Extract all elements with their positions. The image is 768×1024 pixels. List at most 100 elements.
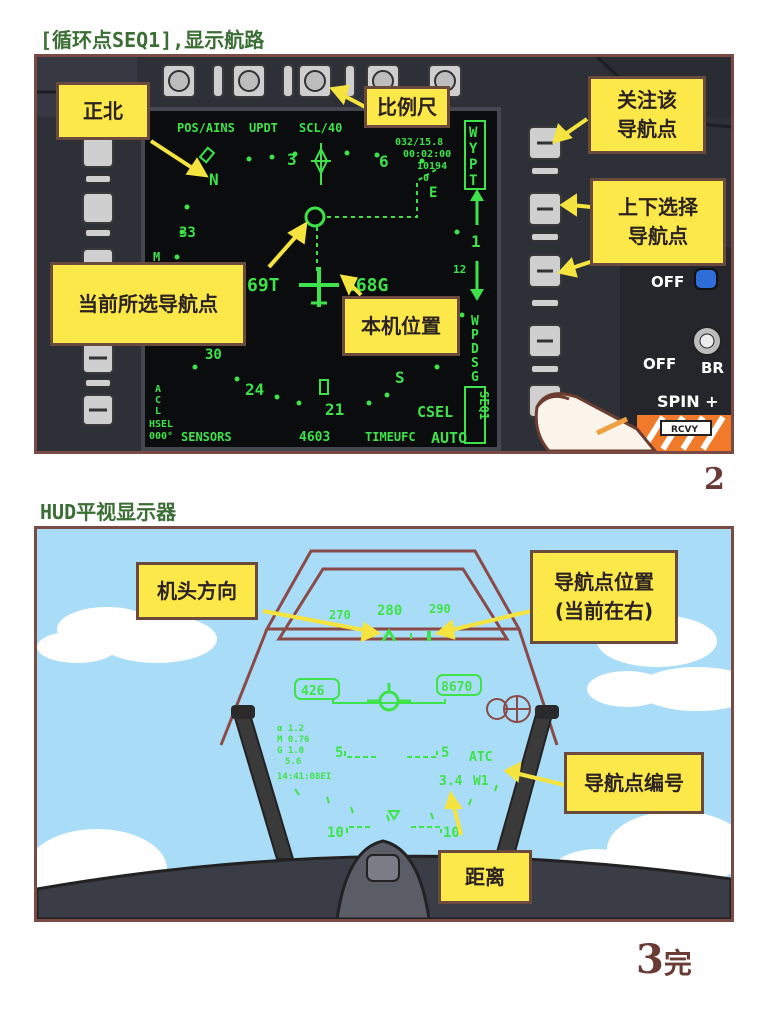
callout-select-line1: 上下选择 — [618, 195, 698, 219]
callout-waypoint-position-line1: 导航点位置 — [554, 570, 654, 594]
callout-focus-waypoint: 关注该 导航点 — [588, 76, 706, 154]
hud-time: 14:41:08EI — [277, 772, 331, 782]
hud-airspeed: 426 — [301, 684, 325, 699]
compass-e: E — [429, 185, 437, 201]
callout-own-position: 本机位置 — [342, 296, 460, 356]
arrow-down-icon — [470, 261, 484, 301]
bottom-left-hsel[interactable]: HSEL — [149, 419, 173, 430]
callout-select-line2: 导航点 — [628, 224, 688, 248]
page-number-2: 2 — [704, 462, 725, 497]
hud-g: G 1.0 — [277, 746, 304, 756]
hud-heading-270: 270 — [329, 608, 351, 622]
seat-headrest-icon — [335, 839, 431, 919]
heading-true: 69T — [247, 275, 280, 296]
bottom-left-l: L — [155, 406, 161, 417]
route-line — [316, 168, 438, 272]
data-line-time: 00:02:00 — [403, 149, 451, 160]
pitch-10-right: 10 — [443, 825, 460, 841]
flight-path-marker-icon — [332, 683, 446, 712]
top-button-row — [162, 64, 462, 98]
hud-heading-280: 280 — [377, 603, 402, 619]
hud-gmax: 5.6 — [285, 757, 301, 767]
page-number-3: 3完 — [636, 936, 692, 983]
waypoint-index: 1 — [471, 232, 481, 251]
osb-left-2[interactable] — [82, 192, 114, 224]
osb-left-1[interactable] — [82, 136, 114, 168]
hud-waypoint: W1 — [473, 774, 489, 789]
bottom-left-c: C — [155, 395, 161, 406]
compass-rose — [174, 150, 465, 406]
wypt-p[interactable]: P — [469, 157, 477, 173]
hand-illustration — [534, 392, 657, 451]
compass-6: 6 — [379, 152, 389, 171]
panel2-heading: HUD平视显示器 — [40, 500, 177, 524]
label-updt[interactable]: UPDT — [249, 121, 278, 135]
hud-atc: ATC — [469, 750, 492, 765]
off-label-1: OFF — [651, 273, 684, 291]
cockpit-mfd-drawing: POS/AINS UPDT SCL/40 032/15.8 00:02:00 1… — [37, 57, 731, 451]
bottom-left-a: A — [155, 384, 161, 395]
callout-nose-direction: 机头方向 — [136, 562, 258, 620]
airspeed-box — [294, 678, 340, 700]
callout-north: 正北 — [56, 82, 150, 140]
label-scl[interactable]: SCL/40 — [299, 121, 342, 135]
hud-drawing: 270 280 290 426 8670 α 1.2 M 0.76 G 1.0 … — [37, 549, 731, 919]
off-label-2: OFF — [643, 355, 676, 373]
hud-heading-290: 290 — [429, 602, 451, 616]
arrow-up-icon — [470, 189, 484, 225]
page-number-3-digit: 3 — [636, 936, 664, 983]
pitch-5-right: 5 — [441, 745, 449, 761]
callout-focus-waypoint-line1: 关注该 — [617, 88, 677, 112]
hud-alpha: α 1.2 — [277, 724, 304, 734]
hud-mach: M 0.76 — [277, 735, 310, 745]
hud-distance: 3.4 — [439, 774, 463, 789]
compass-s: S — [395, 368, 405, 387]
rcvy-switch[interactable] — [660, 420, 712, 436]
label-4603: 4603 — [299, 430, 330, 445]
nose-caret-icon — [381, 628, 397, 642]
hud-callout-arrows — [262, 609, 566, 836]
brightness-knob-icon[interactable] — [692, 326, 722, 356]
bullseye-box-icon — [319, 379, 329, 395]
page-suffix: 完 — [663, 947, 692, 980]
wpdsg-s: S — [471, 356, 479, 371]
bottom-left-hdg: 000° — [149, 431, 173, 442]
label-pos-ains[interactable]: POS/AINS — [177, 121, 235, 135]
compass-33: 33 — [179, 225, 196, 241]
rcvy-label: RCVY — [671, 425, 699, 435]
hud-altitude: 8670 — [441, 680, 472, 695]
callout-waypoint-number: 导航点编号 — [564, 752, 704, 814]
altitude-box — [436, 674, 482, 696]
right-button-column — [528, 126, 562, 418]
callout-distance: 距离 — [438, 850, 532, 904]
steerpoint-diamond-icon — [311, 143, 331, 185]
label-csel[interactable]: CSEL — [417, 403, 453, 421]
data-line-bearing: 032/15.8 — [395, 137, 443, 148]
label-auto[interactable]: AUTO — [431, 429, 467, 447]
compass-21: 21 — [325, 400, 344, 419]
data-line-alt: 10194 — [417, 161, 447, 172]
br-label: BR — [701, 359, 724, 377]
compass-m: M — [153, 250, 160, 264]
callout-waypoint-position: 导航点位置 (当前在右) — [530, 550, 678, 644]
wypt-t[interactable]: T — [469, 173, 477, 189]
seq1-label[interactable]: SEQ1 — [477, 391, 491, 420]
wpdsg-p: P — [471, 328, 479, 343]
compass-24: 24 — [245, 380, 264, 399]
pitch-10-left: 10 — [327, 825, 344, 841]
callout-select-waypoint: 上下选择 导航点 — [590, 178, 726, 266]
reticle-icon — [486, 695, 531, 723]
selected-waypoint-icon[interactable] — [304, 206, 326, 228]
wpdsg-w: W — [471, 314, 479, 329]
callout-focus-waypoint-line2: 导航点 — [617, 117, 677, 141]
compass-n: N — [209, 170, 219, 189]
callout-scale: 比例尺 — [364, 86, 450, 128]
spin-label: SPIN + — [657, 392, 719, 411]
label-sensors[interactable]: SENSORS — [181, 430, 232, 444]
wypt-y[interactable]: Y — [469, 141, 478, 157]
label-timeufc[interactable]: TIMEUFC — [365, 430, 416, 444]
wypt-w[interactable]: W — [469, 125, 478, 141]
callout-arrows — [149, 84, 594, 297]
blue-light-icon — [694, 268, 718, 290]
own-aircraft-icon — [299, 267, 339, 307]
